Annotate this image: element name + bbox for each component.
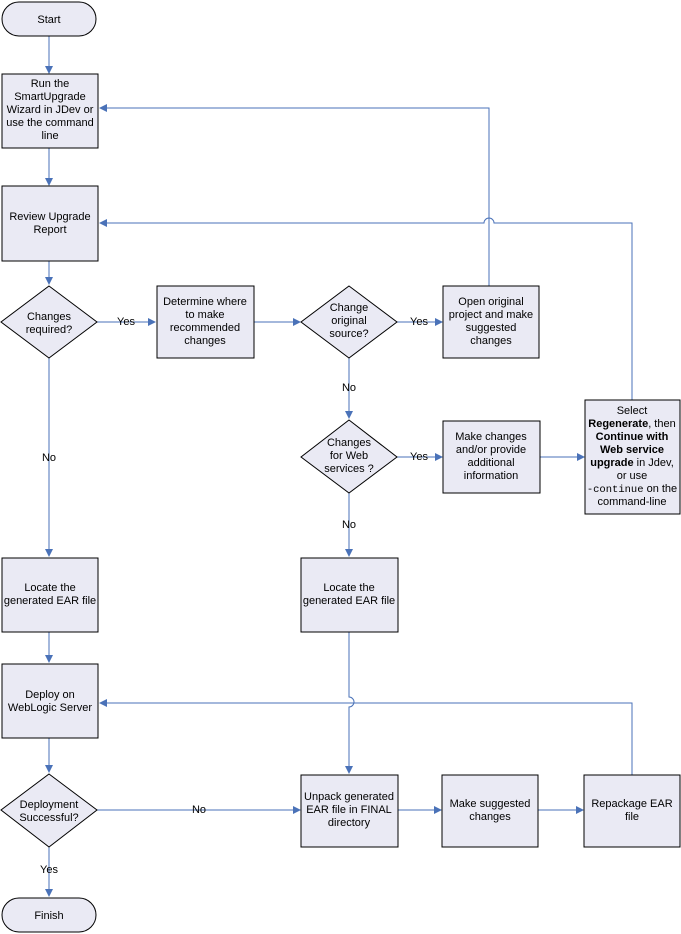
label-changes-yes: Yes	[117, 316, 135, 328]
decision-changes-required: Changes required?	[0, 285, 98, 359]
node-label: services ?	[324, 463, 374, 475]
node-label: Web service	[600, 444, 664, 456]
label-deploy-yes: Yes	[40, 864, 58, 876]
node-label: to make	[185, 309, 224, 321]
process-deploy: Deploy on WebLogic Server	[1, 663, 99, 739]
node-label: Changes	[327, 437, 372, 449]
node-label: EAR file in FINAL	[306, 804, 392, 816]
node-label: Continue with	[596, 431, 669, 443]
process-unpack: Unpack generated EAR file in FINAL direc…	[300, 774, 399, 848]
node-label: changes	[184, 335, 226, 347]
node-label-rest: in Jdev,	[634, 457, 674, 469]
node-label: generated EAR file	[4, 595, 96, 607]
node-label: changes	[470, 335, 512, 347]
process-open-original: Open original project and make suggested…	[442, 285, 540, 359]
node-label: SmartUpgrade	[14, 91, 86, 103]
label-web-yes: Yes	[410, 451, 428, 463]
node-label: and/or provide	[456, 444, 526, 456]
node-label-code: -continue	[587, 484, 644, 496]
decision-deployment-successful: Deployment Successful?	[0, 773, 98, 848]
node-label: changes	[469, 811, 511, 823]
process-repackage: Repackage EAR file	[583, 774, 681, 848]
process-review-report: Review Upgrade Report	[1, 185, 99, 262]
label-original-no: No	[342, 382, 356, 394]
edge-locate-mid-unpack	[345, 632, 355, 774]
node-label: directory	[328, 817, 371, 829]
label-original-yes: Yes	[410, 316, 428, 328]
process-make-changes-info: Make changes and/or provide additional i…	[442, 420, 541, 494]
node-label: Regenerate, then	[588, 418, 675, 430]
node-label: file	[625, 811, 639, 823]
node-label: Review Upgrade	[9, 211, 90, 223]
node-label: Unpack generated	[304, 791, 394, 803]
node-label-bold: upgrade	[590, 457, 633, 469]
node-label: Successful?	[19, 812, 78, 824]
node-label: Changes	[27, 311, 72, 323]
node-label: Report	[33, 224, 66, 236]
edge-labels: Yes No Yes No Yes No No Yes	[40, 316, 428, 876]
node-label: for Web	[330, 450, 368, 462]
node-label: Finish	[34, 910, 63, 922]
node-label: use the command	[6, 117, 93, 129]
terminal-finish: Finish	[1, 897, 97, 933]
node-label-rest: , then	[648, 418, 676, 430]
terminal-start: Start	[1, 1, 97, 37]
node-label: source?	[329, 328, 368, 340]
node-label: Determine where	[163, 296, 247, 308]
node-label: Repackage EAR	[591, 798, 672, 810]
node-label: command-line	[597, 496, 666, 508]
process-select-regenerate: Select Regenerate, then Continue with We…	[584, 399, 681, 515]
process-make-suggested: Make suggested changes	[441, 774, 539, 848]
node-label: recommended	[170, 322, 240, 334]
label-web-no: No	[342, 519, 356, 531]
label-deploy-no: No	[192, 804, 206, 816]
node-label: Make changes	[455, 431, 527, 443]
decision-change-original: Change original source?	[300, 285, 398, 359]
node-label: or use	[617, 470, 648, 482]
node-label-bold: Regenerate	[588, 418, 648, 430]
node-label: Wizard in JDev or	[7, 104, 94, 116]
node-label-rest: on the	[644, 483, 678, 495]
connectors	[45, 36, 633, 897]
node-label: required?	[26, 324, 72, 336]
process-locate-mid: Locate the generated EAR file	[300, 557, 399, 633]
node-label: project and make	[449, 309, 533, 321]
node-label: -continue on the	[587, 483, 677, 496]
edge-repackage-back-to-deploy	[99, 699, 633, 775]
node-label: Deploy on	[25, 689, 75, 701]
process-determine-where: Determine where to make recommended chan…	[156, 285, 255, 359]
node-label: original	[331, 315, 366, 327]
node-label: upgrade in Jdev,	[590, 457, 674, 469]
node-label: Change	[330, 302, 369, 314]
node-label: suggested	[466, 322, 517, 334]
process-run-wizard: Run the SmartUpgrade Wizard in JDev or u…	[1, 73, 99, 149]
node-label: generated EAR file	[303, 595, 395, 607]
node-label: Deployment	[20, 799, 79, 811]
label-changes-no: No	[42, 452, 56, 464]
edge-select-back-to-review	[99, 217, 633, 400]
node-label: line	[41, 130, 58, 142]
node-label: Open original	[458, 296, 523, 308]
node-label: Start	[37, 14, 60, 26]
node-label: information	[464, 470, 518, 482]
node-label: WebLogic Server	[8, 702, 93, 714]
node-label: Make suggested	[450, 798, 531, 810]
node-label: Locate the	[24, 582, 75, 594]
node-label: Run the	[31, 78, 70, 90]
edge-open-back-to-run	[99, 104, 490, 286]
node-label: additional	[467, 457, 514, 469]
node-label: Locate the	[323, 582, 374, 594]
process-locate-left: Locate the generated EAR file	[1, 557, 99, 633]
decision-changes-web: Changes for Web services ?	[300, 419, 398, 494]
node-label: Select	[617, 405, 648, 417]
